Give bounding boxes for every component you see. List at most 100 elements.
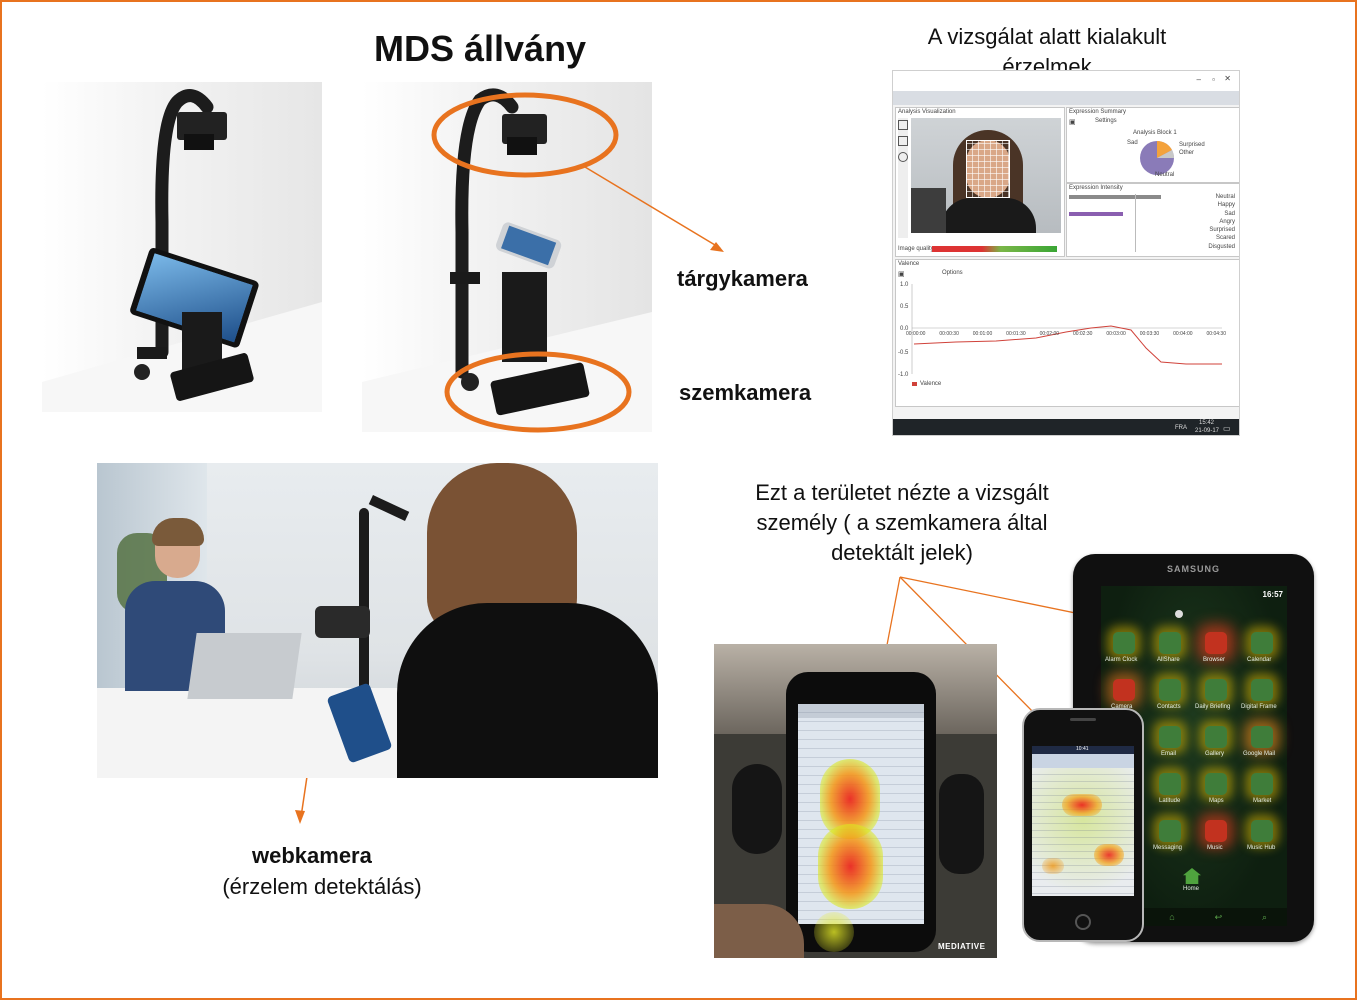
taskbar-language[interactable]: FRA: [1175, 425, 1187, 431]
intensity-label-sad: Sad: [1224, 210, 1235, 217]
expression-intensity-title: Expression Intensity: [1069, 185, 1123, 191]
stand-illustration-2: [362, 88, 652, 432]
image-quality-label: Image quality: [898, 246, 934, 252]
gaze-hotspot-bottom: [818, 824, 883, 909]
iphone-hotspot-headline: [1062, 794, 1102, 816]
valence-xtick: 00:03:30: [1139, 331, 1160, 337]
webcam-sublabel: (érzelem detektálás): [222, 874, 422, 899]
valence-xtick: 00:04:30: [1206, 331, 1226, 337]
iphone-hotspot-side: [1042, 858, 1064, 874]
valence-save-icon[interactable]: ▣: [898, 271, 905, 278]
search-key-icon[interactable]: ⌕: [1262, 911, 1268, 922]
object-camera-highlight: [431, 92, 619, 178]
app-label-browser: Browser: [1203, 657, 1226, 663]
gaze-caption: Ezt a területet nézte a vizsgált személy…: [702, 478, 1102, 568]
valence-xtick: 00:02:30: [1072, 331, 1093, 337]
taskbar-time[interactable]: 15:42: [1199, 420, 1215, 426]
app-label-gallery: Gallery: [1205, 751, 1225, 757]
emotion-analysis-window: – ▫ ✕ Analysis Visualization Image quali…: [892, 70, 1240, 436]
phone-heatmap-photo: MEDIATIVE: [714, 644, 997, 958]
music-icon[interactable]: [1205, 820, 1227, 842]
toolbar-strip: [893, 91, 1239, 105]
slide-title: MDS állvány: [374, 28, 587, 69]
maps-icon[interactable]: [1205, 773, 1227, 795]
intensity-label-disgusted: Disgusted: [1208, 243, 1235, 250]
camera-icon[interactable]: [1113, 679, 1135, 701]
object-camera-label: tárgykamera: [677, 266, 808, 291]
maximize-icon[interactable]: ▫: [1212, 75, 1215, 84]
app-label-latitude: Latitude: [1159, 798, 1181, 804]
messaging-icon[interactable]: [1159, 820, 1181, 842]
expression-pie-chart: [1140, 141, 1174, 175]
grid-tool-icon[interactable]: [898, 136, 908, 146]
select-tool-icon[interactable]: [898, 120, 908, 130]
options-menu[interactable]: Options: [942, 270, 963, 276]
latitude-icon[interactable]: [1159, 773, 1181, 795]
visualization-panel: Analysis Visualization Image quality: [895, 107, 1065, 257]
app-label-calendar: Calendar: [1247, 657, 1272, 663]
page-indicator: [1175, 610, 1183, 618]
app-label-music: Music: [1207, 845, 1223, 851]
minimize-icon[interactable]: –: [1196, 75, 1201, 84]
intensity-label-scared: Scared: [1215, 235, 1235, 242]
app-label-maps: Maps: [1209, 798, 1224, 804]
hand: [714, 904, 804, 958]
taskbar: FRA 15:42 21-09-17 ▭: [893, 419, 1239, 435]
expression-intensity-panel: Expression Intensity Neutral Happy Sad A…: [1066, 183, 1239, 257]
pie-label-sad: Sad: [1127, 140, 1138, 146]
emotion-caption-line1: A vizsgálat alatt kialakult: [927, 24, 1167, 49]
gaze-caption-line3: detektált jelek): [831, 540, 973, 565]
face-tool-icon[interactable]: [898, 152, 908, 162]
app-label-messaging: Messaging: [1153, 845, 1183, 851]
save-icon[interactable]: ▣: [1069, 119, 1076, 126]
laptop: [187, 633, 302, 699]
back-key-icon[interactable]: ↩: [1214, 911, 1223, 922]
app-label-daily-briefing: Daily Briefing: [1195, 704, 1231, 710]
valence-panel: Valence ▣ Options 1.0 0.5 0.0 -0.5 -1.0 …: [895, 259, 1239, 407]
valence-xticks: 00:00:00 00:00:30 00:01:00 00:01:30 00:0…: [906, 331, 1226, 337]
gallery-icon[interactable]: [1205, 726, 1227, 748]
analysis-block-label: Analysis Block 1: [1133, 130, 1177, 136]
expression-summary-title: Expression Summary: [1069, 109, 1127, 115]
calendar-icon[interactable]: [1251, 632, 1273, 654]
valence-legend: Valence: [920, 381, 942, 387]
stand-clamp-left: [732, 764, 782, 854]
google-mail-icon[interactable]: [1251, 726, 1273, 748]
market-icon[interactable]: [1251, 773, 1273, 795]
valence-xtick: 00:00:00: [906, 331, 926, 337]
home-icon[interactable]: [1183, 868, 1201, 884]
face-video-frame: [911, 118, 1061, 233]
window-titlebar: – ▫ ✕: [893, 71, 1239, 91]
taskbar-date[interactable]: 21-09-17: [1195, 428, 1220, 434]
app-label-allshare: AllShare: [1157, 657, 1180, 663]
digital-frame-icon[interactable]: [1251, 679, 1273, 701]
iphone-home-button[interactable]: [1075, 914, 1091, 930]
app-label-google-mail: Google Mail: [1243, 751, 1276, 757]
gaze-caption-line1: Ezt a területet nézte a vizsgált: [755, 480, 1049, 505]
app-label-market: Market: [1253, 798, 1272, 804]
iphone-hotspot-article: [1094, 844, 1124, 866]
music-hub-icon[interactable]: [1251, 820, 1273, 842]
tablet-brand: SAMSUNG: [1166, 564, 1220, 574]
alarm-clock-icon[interactable]: [1113, 632, 1135, 654]
daily-briefing-icon[interactable]: [1205, 679, 1227, 701]
valence-xtick: 00:01:00: [972, 331, 993, 337]
valence-xtick: 00:02:00: [1039, 331, 1060, 337]
allshare-icon[interactable]: [1159, 632, 1181, 654]
object-camera-arrow: [584, 166, 721, 249]
intensity-label-happy: Happy: [1217, 202, 1235, 209]
app-label-digital-frame: Digital Frame: [1241, 704, 1277, 710]
email-icon[interactable]: [1159, 726, 1181, 748]
settings-menu[interactable]: Settings: [1095, 118, 1117, 124]
home-key-icon[interactable]: ⌂: [1169, 912, 1175, 922]
notification-icon[interactable]: ▭: [1223, 424, 1231, 433]
valence-ytick-2: 0.5: [900, 304, 909, 310]
contacts-icon[interactable]: [1159, 679, 1181, 701]
browser-icon[interactable]: [1205, 632, 1227, 654]
tablet-clock: 16:57: [1262, 590, 1283, 599]
close-icon[interactable]: ✕: [1224, 74, 1231, 83]
person-1-hair: [152, 518, 204, 546]
valence-title: Valence: [898, 261, 920, 267]
visualization-panel-title: Analysis Visualization: [898, 109, 956, 115]
